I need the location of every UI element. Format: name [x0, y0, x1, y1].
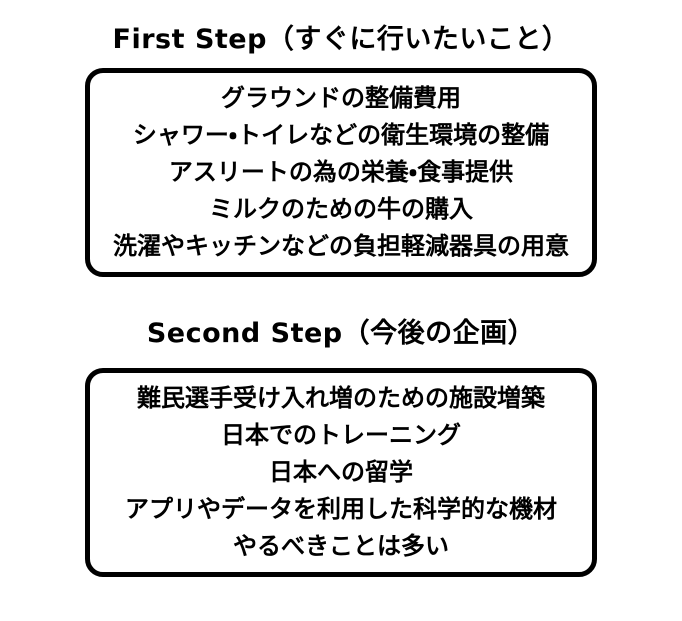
second-step-item-2: 日本でのトレーニング — [221, 421, 461, 449]
first-step-item-4: ミルクのための牛の購入 — [209, 195, 473, 223]
first-step-item-5: 洗濯やキッチンなどの負担軽減器具の用意 — [113, 232, 569, 260]
first-step-heading: First Step（すぐに行いたいこと） — [112, 24, 570, 55]
second-step-heading: Second Step（今後の企画） — [146, 318, 536, 349]
first-step-box: グラウンドの整備費用 シャワー・トイレなどの衛生環境の整備 アスリートの為の栄養… — [85, 68, 597, 277]
first-step-item-1: グラウンドの整備費用 — [221, 84, 461, 112]
second-step-item-4: アプリやデータを利用した科学的な機材 — [125, 495, 557, 523]
second-step-item-1: 難民選手受け入れ増のための施設増築 — [137, 384, 545, 412]
second-step-box: 難民選手受け入れ増のための施設増築 日本でのトレーニング 日本への留学 アプリや… — [85, 368, 597, 577]
second-step-item-3: 日本への留学 — [269, 458, 413, 486]
first-step-item-2: シャワー・トイレなどの衛生環境の整備 — [132, 121, 550, 149]
first-step-item-3: アスリートの為の栄養・食事提供 — [168, 158, 514, 186]
second-step-item-5: やるべきことは多い — [233, 532, 449, 560]
